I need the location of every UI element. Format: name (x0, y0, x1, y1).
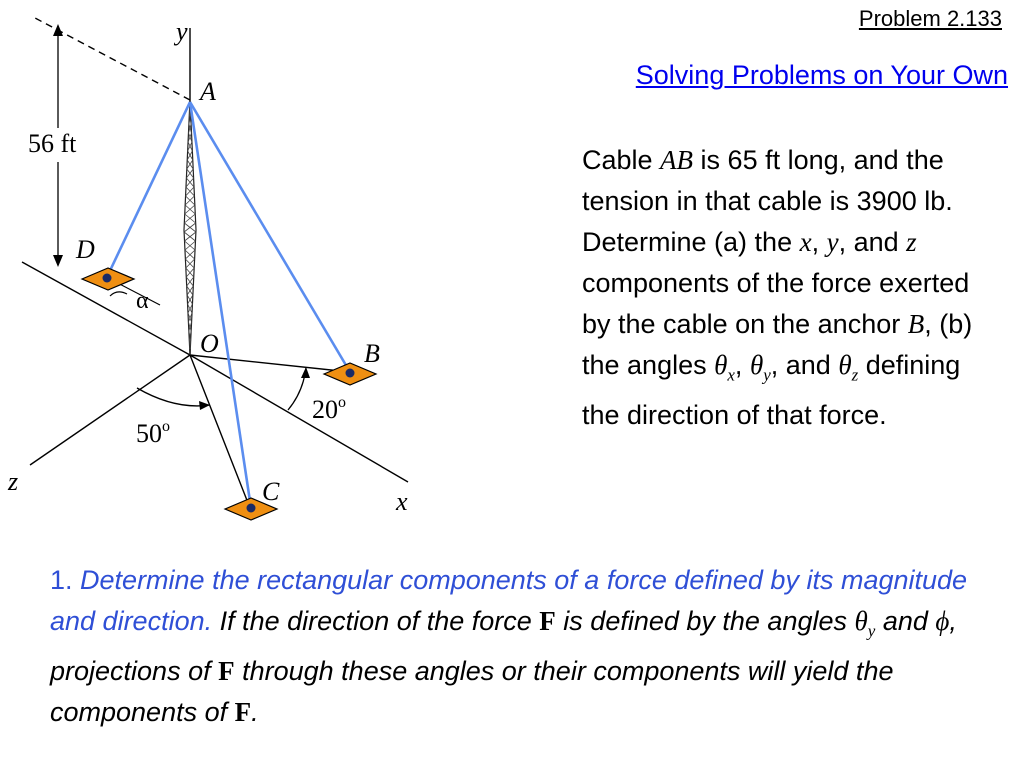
lattice-brace (186, 150, 193, 161)
lattice-brace (184, 240, 196, 251)
label-a: A (198, 77, 216, 106)
dim-arrow-top (53, 24, 63, 36)
angle-50-arrow (199, 401, 210, 410)
lattice-brace (188, 114, 192, 125)
lattice-brace (185, 186, 195, 197)
lattice-brace (186, 168, 194, 179)
label-alpha: α (136, 288, 149, 314)
lattice-brace (188, 312, 193, 323)
lattice-brace (184, 204, 196, 215)
x-axis (189, 354, 409, 483)
lattice-brace (186, 159, 194, 170)
label-o: O (200, 329, 219, 358)
lattice-brace (185, 177, 194, 188)
lattice-brace (184, 231, 197, 242)
lattice-brace (187, 303, 193, 314)
problem-number: Problem 2.133 (858, 6, 1002, 31)
label-b: B (364, 339, 380, 368)
cable-ac (188, 101, 253, 509)
lattice-brace (188, 330, 192, 341)
label-z: z (7, 467, 18, 496)
lattice-brace (184, 195, 195, 206)
lattice-brace (185, 258, 195, 269)
dim-arrow-bottom (53, 255, 63, 267)
label-y: y (173, 17, 188, 46)
lattice-brace (187, 294, 194, 305)
anchor-b (322, 362, 378, 386)
lattice-brace (186, 276, 195, 287)
hint-paragraph: 1. Determine the rectangular components … (50, 565, 968, 728)
angle-50-arc (136, 387, 211, 407)
alpha-arc (109, 291, 128, 297)
z-axis (29, 354, 191, 466)
lattice-brace (188, 321, 192, 332)
cable-ad (105, 101, 192, 278)
lattice-brace (187, 312, 192, 323)
label-c: C (262, 477, 280, 506)
label-d: D (75, 235, 95, 264)
label-angle-20: 20o (312, 394, 346, 424)
lattice-brace (188, 321, 192, 332)
lattice-brace (185, 249, 196, 260)
cable-ab (188, 101, 352, 373)
ob-line (189, 354, 351, 373)
lattice-brace (189, 339, 192, 350)
problem-statement: Cable AB is 65 ft long, and the tension … (582, 145, 973, 431)
lattice-brace (188, 123, 192, 134)
label-height: 56 ft (28, 129, 77, 158)
oc-line (189, 354, 251, 509)
lattice-brace (187, 141, 193, 152)
label-angle-50: 50o (136, 418, 170, 448)
od-line (21, 261, 191, 356)
label-x: x (395, 487, 408, 516)
lattice-brace (187, 132, 192, 143)
anchor-d (80, 267, 136, 291)
lattice-brace (183, 222, 196, 233)
tower-figure: y A 56 ft D α O B 20o 50o z C x (7, 17, 409, 521)
lattice-brace (188, 330, 192, 341)
anchor-c (223, 497, 279, 521)
lattice-brace (188, 114, 192, 125)
lattice-brace (184, 213, 196, 224)
section-link[interactable]: Solving Problems on Your Own (635, 60, 1008, 90)
angle-20-arrow (301, 367, 310, 378)
lattice-brace (186, 285, 194, 296)
lattice-brace (185, 267, 195, 278)
